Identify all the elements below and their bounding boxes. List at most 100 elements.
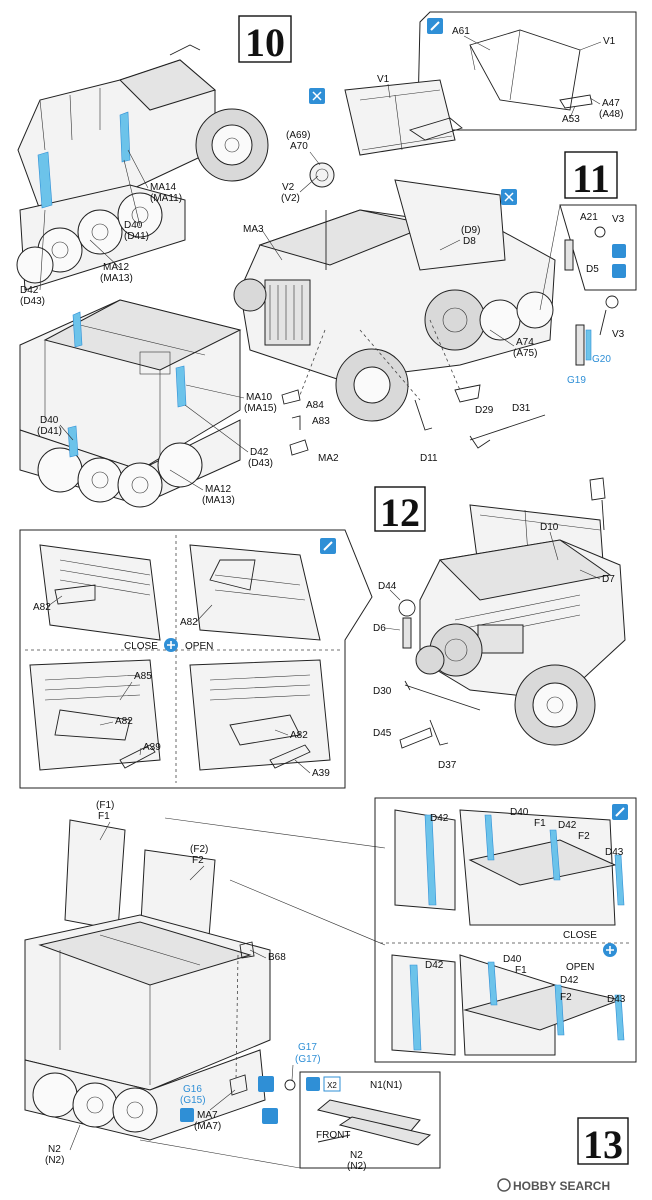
label-d44: D44: [378, 581, 397, 592]
label-a83: A83: [312, 416, 330, 427]
label-a85: A85: [134, 671, 152, 682]
step-13-number: 13: [583, 1122, 623, 1167]
label-g17: G17: [298, 1042, 317, 1053]
label-g16: G16: [183, 1084, 202, 1095]
label-d11: D11: [420, 453, 438, 464]
step-12-number: 12: [380, 490, 420, 535]
blue-part-d40-mid: [72, 311, 83, 348]
label-g15: (G15): [180, 1095, 206, 1106]
watermark-text: HOBBY SEARCH: [513, 1179, 610, 1193]
step-11: 11 A61 V1 A47 (A48) A53: [233, 11, 637, 464]
step-13: 13 (F1) F1 (F2) F2 B68 G17 (G17) G16 (G1…: [24, 797, 637, 1172]
label-open-2: OPEN: [566, 962, 594, 973]
label-ma13-top: (MA13): [100, 273, 133, 284]
halftrack-step12-view: [415, 477, 626, 746]
label-d7: D7: [602, 574, 615, 585]
label-ma15: (MA15): [244, 403, 277, 414]
inset-track-links: [299, 1071, 441, 1169]
label-d40-mid: D40: [40, 415, 59, 426]
halftrack-rear-view: [19, 299, 242, 508]
label-a48: (A48): [599, 109, 623, 120]
label-close-2: CLOSE: [563, 930, 597, 941]
label-a70: A70: [290, 141, 308, 152]
label-f2-r2: F2: [560, 992, 572, 1003]
label-f1-r2: F1: [515, 965, 527, 976]
blue-part-d40-r1: [484, 814, 495, 861]
label-n2b-inset: (N2): [347, 1161, 366, 1172]
label-a69: (A69): [286, 130, 310, 141]
label-d42-top: D42: [20, 285, 39, 296]
label-f1: F1: [98, 811, 110, 822]
label-v3-top: V3: [612, 214, 625, 225]
blue-part-d42-top: [37, 151, 53, 209]
step-10-number: 10: [245, 20, 285, 65]
label-a74: A74: [516, 337, 534, 348]
label-d8: D8: [463, 236, 476, 247]
label-n2-inset: N2: [350, 1150, 363, 1161]
paint-icon: [258, 1076, 274, 1092]
blue-part-ma10: [175, 365, 187, 408]
label-d42-r2b: D42: [560, 975, 579, 986]
label-d31: D31: [512, 403, 531, 414]
label-g19: G19: [567, 375, 586, 386]
halftrack-rear-compartment: [24, 819, 296, 1141]
label-f2b: (F2): [190, 844, 208, 855]
label-f1b: (F1): [96, 800, 114, 811]
label-front: FRONT: [316, 1130, 350, 1141]
blue-part-d42-r1: [424, 814, 437, 906]
step-10: 10 MA14 (MA11) D40 (D41) D42 (D43) MA: [16, 15, 292, 508]
x2-badge-text: X2: [327, 1081, 337, 1090]
paint-icon: [612, 244, 626, 258]
paint-icon: [180, 1108, 194, 1122]
part-a84: [281, 389, 301, 405]
label-d43-top: (D43): [20, 296, 45, 307]
step-12: 12 A82 A82 CLOSE OPEN A85 A82 A39 A82 A3…: [19, 477, 626, 789]
label-ma11: (MA11): [150, 193, 182, 204]
label-a82-4: A82: [290, 730, 308, 741]
label-a84: A84: [306, 400, 324, 411]
label-d10: D10: [540, 522, 559, 533]
blue-part-d43-r1: [614, 854, 625, 906]
label-f1-r1: F1: [534, 818, 546, 829]
step-11-number: 11: [572, 156, 610, 201]
label-ma7: MA7: [197, 1110, 218, 1121]
label-f2-r1: F2: [578, 831, 590, 842]
label-n2: N2: [48, 1144, 61, 1155]
label-a47: A47: [602, 98, 620, 109]
label-d43-r2: D43: [607, 994, 626, 1005]
label-d45: D45: [373, 728, 392, 739]
step-12-box: [374, 486, 426, 532]
label-v2: V2: [282, 182, 295, 193]
label-close-1: CLOSE: [124, 641, 158, 652]
paint-brush-icon: [306, 1077, 320, 1091]
label-ma10: MA10: [246, 392, 273, 403]
blue-part-d43-r2: [614, 994, 625, 1041]
label-d9: (D9): [461, 225, 480, 236]
decal-icon: [262, 1108, 278, 1124]
label-n2b: (N2): [45, 1155, 64, 1166]
inset-hood-vents: [19, 529, 373, 789]
label-v1-inset: V1: [603, 36, 616, 47]
label-d29: D29: [475, 405, 494, 416]
blue-part-d42-r1b: [549, 829, 561, 881]
label-ma7b: (MA7): [194, 1121, 221, 1132]
blue-part-d42-r2b: [554, 984, 565, 1036]
label-v3-bot: V3: [612, 329, 625, 340]
label-d5: D5: [586, 264, 599, 275]
label-d6: D6: [373, 623, 386, 634]
label-open-1: OPEN: [185, 641, 213, 652]
label-d40-top: D40: [124, 220, 143, 231]
label-a82-1: A82: [33, 602, 51, 613]
step-11-box: [564, 151, 618, 199]
label-a39-2: A39: [312, 768, 330, 779]
label-a61: A61: [452, 26, 470, 37]
label-g17b: (G17): [295, 1054, 321, 1065]
label-d42-r1: D42: [430, 813, 449, 824]
step-10-box: [238, 15, 292, 63]
step-13-box: [577, 1117, 629, 1165]
label-a21: A21: [580, 212, 598, 223]
label-d42-r1b: D42: [558, 820, 577, 831]
blue-part-ma14: [119, 111, 131, 163]
label-d43-mid: (D43): [248, 458, 273, 469]
